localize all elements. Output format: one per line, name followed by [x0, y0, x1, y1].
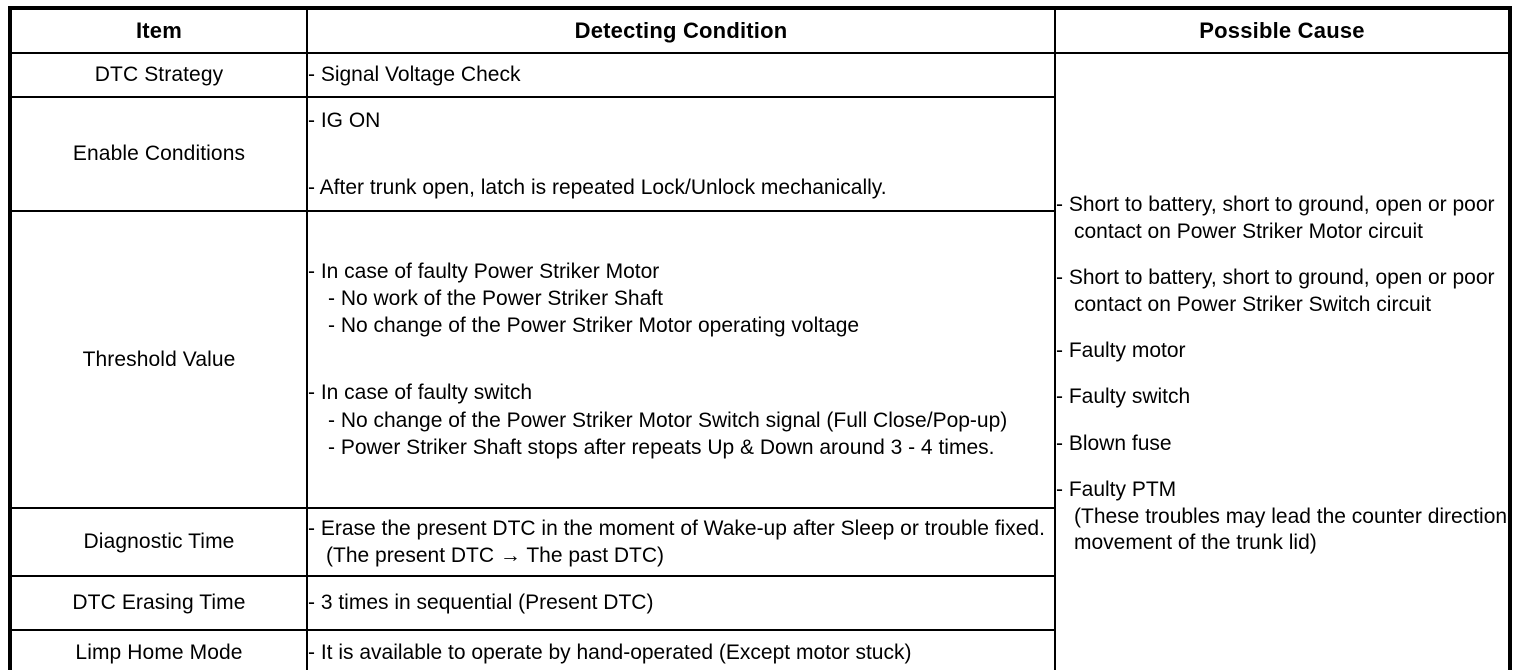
condition-line: - It is available to operate by hand-ope… — [308, 641, 912, 665]
condition-line: - Signal Voltage Check — [308, 63, 521, 87]
table-header-row: Item Detecting Condition Possible Cause — [9, 7, 1511, 54]
spacer — [308, 340, 1054, 360]
possible-cause-entry: - Short to battery, short to ground, ope… — [1056, 266, 1501, 316]
condition-line: - Erase the present DTC in the moment of… — [308, 516, 1051, 567]
table-row: DTC Strategy - Signal Voltage Check - Sh… — [9, 52, 1511, 670]
possible-cause-entry: - Faulty switch — [1056, 385, 1191, 409]
condition-line: - In case of faulty switch — [308, 381, 533, 405]
spacer — [308, 360, 1054, 380]
spacer — [308, 134, 1054, 154]
condition-line: - After trunk open, latch is repeated Lo… — [308, 175, 887, 199]
possible-cause-entry: - Blown fuse — [1056, 431, 1172, 455]
possible-cause-cell: - Short to battery, short to ground, ope… — [1054, 52, 1513, 670]
condition-line: - 3 times in sequential (Present DTC) — [308, 591, 654, 615]
condition-cell-limp-home-mode: - It is available to operate by hand-ope… — [306, 629, 1056, 670]
table-row: DTC Erasing Time - 3 times in sequential… — [9, 575, 1510, 631]
condition-cell-dtc-strategy: - Signal Voltage Check — [306, 52, 1056, 98]
condition-cell-enable-conditions: - IG ON - After trunk open, latch is rep… — [306, 96, 1056, 212]
possible-cause-entry: - Faulty PTM — [1056, 478, 1177, 502]
condition-cell-diagnostic-time: - Erase the present DTC in the moment of… — [306, 507, 1056, 577]
table-row: Enable Conditions - IG ON - After trunk … — [9, 96, 1510, 212]
item-label-limp-home-mode: Limp Home Mode — [9, 629, 308, 670]
possible-cause-entry: - Faulty motor — [1056, 339, 1186, 363]
item-label-enable-conditions: Enable Conditions — [9, 96, 308, 212]
spacer — [308, 154, 1054, 174]
condition-line: - IG ON — [308, 108, 381, 132]
column-header-detecting-condition: Detecting Condition — [306, 7, 1056, 54]
item-label-diagnostic-time: Diagnostic Time — [9, 507, 308, 577]
condition-subline: - No change of the Power Striker Motor S… — [328, 408, 1008, 432]
table-row: Threshold Value - In case of faulty Powe… — [9, 210, 1510, 509]
dtc-diagnostic-table: Item Detecting Condition Possible Cause … — [8, 6, 1512, 670]
table-row: Diagnostic Time - Erase the present DTC … — [9, 507, 1510, 577]
table-row: Limp Home Mode - It is available to oper… — [9, 629, 1510, 670]
condition-line: - In case of faulty Power Striker Motor — [308, 259, 660, 283]
condition-cell-threshold-value: - In case of faulty Power Striker Motor … — [306, 210, 1056, 509]
condition-subline: - No work of the Power Striker Shaft — [328, 286, 663, 310]
item-label-dtc-erasing-time: DTC Erasing Time — [9, 575, 308, 631]
condition-subline: - No change of the Power Striker Motor o… — [328, 314, 860, 338]
item-label-dtc-strategy: DTC Strategy — [9, 52, 308, 98]
item-label-threshold-value: Threshold Value — [9, 210, 308, 509]
condition-cell-dtc-erasing-time: - 3 times in sequential (Present DTC) — [306, 575, 1056, 631]
condition-subline: - Power Striker Shaft stops after repeat… — [328, 436, 995, 460]
possible-cause-entry: - Short to battery, short to ground, ope… — [1056, 193, 1501, 243]
possible-cause-note: (These troubles may lead the counter dir… — [1074, 504, 1513, 555]
column-header-item: Item — [9, 7, 308, 54]
column-header-possible-cause: Possible Cause — [1054, 7, 1511, 54]
